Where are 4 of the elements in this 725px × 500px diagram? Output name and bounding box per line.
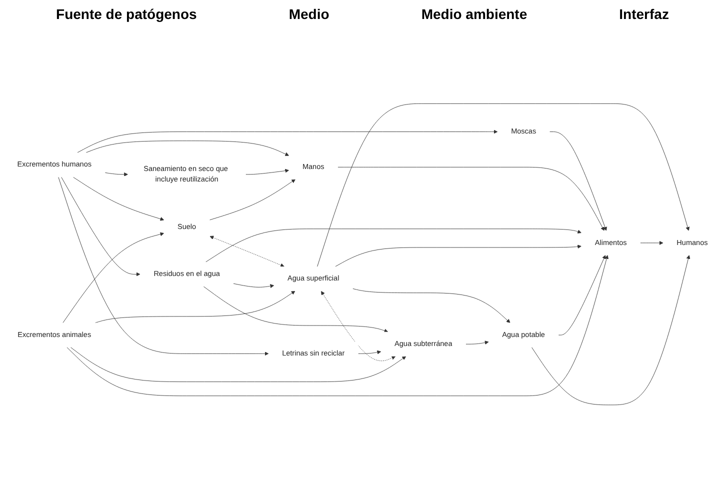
column-heading: Medio — [288, 6, 330, 22]
column-heading: Medio ambiente — [421, 6, 528, 22]
column-heading: Fuente de patógenos — [56, 6, 197, 22]
column-heading: Interfaz — [619, 6, 669, 22]
